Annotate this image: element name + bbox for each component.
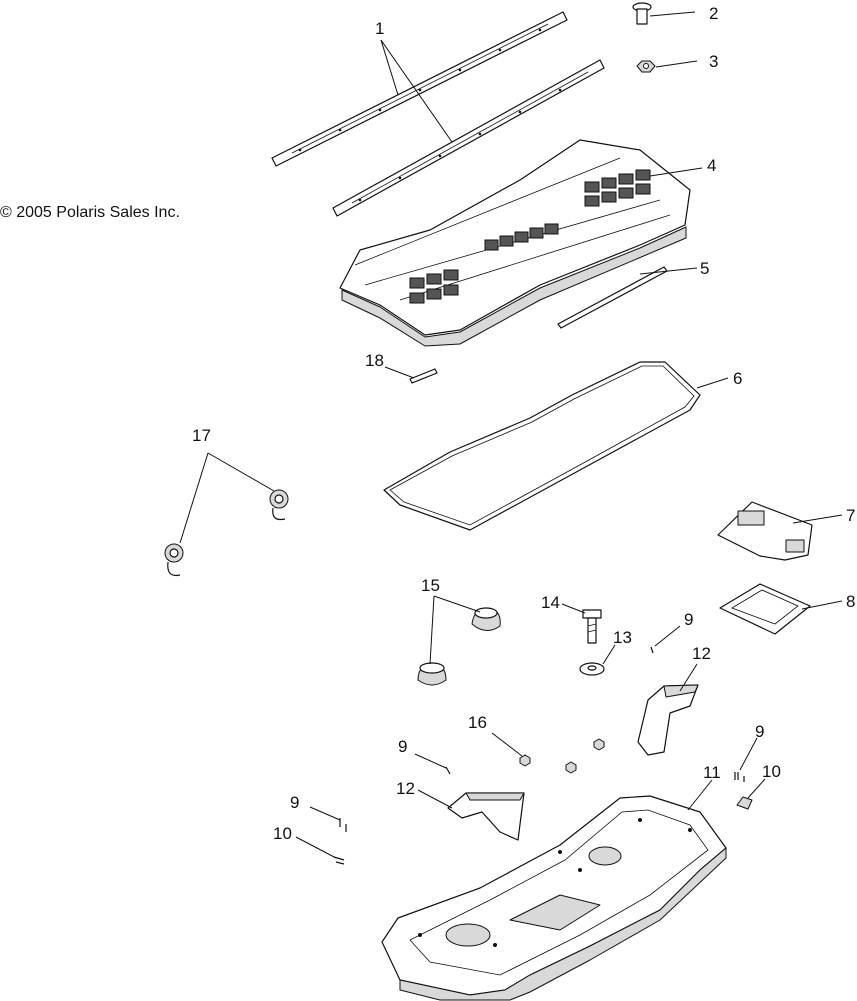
part-9-pin-c: 9 — [734, 722, 764, 782]
svg-text:2: 2 — [709, 4, 718, 23]
part-16-nuts: 16 — [468, 713, 605, 774]
part-9-pin-b: 9 — [398, 737, 451, 775]
part-5-rod: 5 — [557, 259, 709, 329]
part-10-clip-a: 10 — [736, 762, 781, 810]
svg-text:6: 6 — [733, 369, 742, 388]
part-2-bolt: 2 — [632, 2, 718, 25]
svg-text:12: 12 — [396, 779, 415, 798]
svg-text:17: 17 — [192, 426, 211, 445]
svg-text:10: 10 — [273, 824, 292, 843]
svg-text:5: 5 — [700, 259, 709, 278]
svg-text:16: 16 — [468, 713, 487, 732]
copyright-text: © 2005 Polaris Sales Inc. — [0, 204, 180, 221]
svg-text:15: 15 — [421, 576, 440, 595]
part-15-knobs: 15 — [417, 576, 501, 686]
part-9-pin-a: 9 — [650, 610, 693, 654]
part-10-clip-b: 10 — [273, 824, 345, 865]
svg-text:14: 14 — [541, 593, 560, 612]
svg-text:9: 9 — [398, 737, 407, 756]
part-17-latches: 17 — [164, 426, 289, 577]
part-8-gasket: 8 — [719, 583, 855, 635]
svg-text:9: 9 — [684, 610, 693, 629]
svg-text:3: 3 — [709, 52, 718, 71]
svg-text:4: 4 — [707, 156, 716, 175]
svg-text:11: 11 — [703, 763, 721, 782]
svg-text:10: 10 — [762, 762, 781, 781]
svg-text:18: 18 — [365, 351, 384, 370]
svg-text:9: 9 — [755, 722, 764, 741]
part-9-pin-d: 9 — [290, 793, 347, 832]
part-12-bracket-a: 12 — [637, 644, 711, 756]
part-12-bracket-b: 12 — [396, 779, 525, 841]
part-4-lid: 4 — [339, 139, 716, 347]
part-18-pin: 18 — [365, 351, 438, 384]
svg-text:13: 13 — [613, 628, 632, 647]
part-11-tub: 11 — [381, 763, 727, 1001]
part-14-bolt: 14 — [541, 593, 602, 644]
part-3-nut: 3 — [636, 52, 718, 73]
part-1-strips — [271, 11, 605, 217]
svg-text:12: 12 — [692, 644, 711, 663]
svg-text:1: 1 — [375, 19, 384, 38]
part-6-seal: 6 — [383, 361, 742, 531]
part-13-washer: 13 — [579, 628, 632, 676]
svg-text:8: 8 — [846, 592, 855, 611]
svg-text:9: 9 — [290, 793, 299, 812]
svg-text:7: 7 — [846, 506, 855, 525]
part-7-plate: 7 — [717, 501, 855, 561]
callout-1: 1 — [375, 19, 453, 143]
